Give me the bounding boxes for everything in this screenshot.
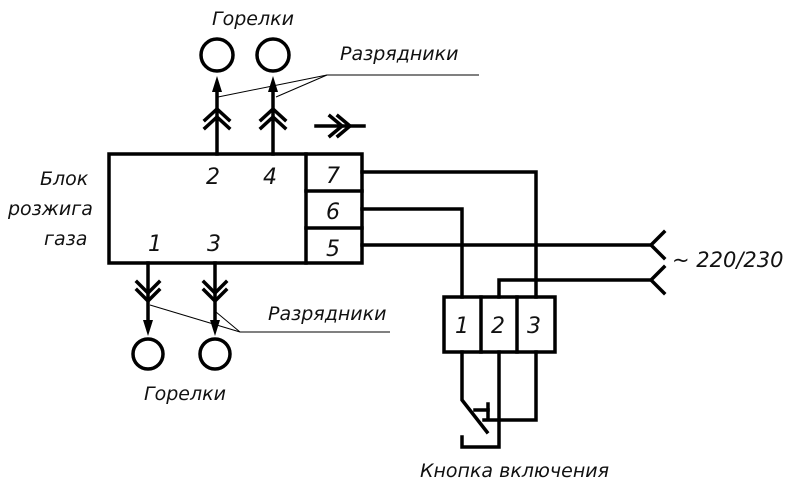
- burners-top-label: Горелки: [212, 8, 294, 30]
- wire-switch-2-to-mains: [497, 278, 652, 299]
- switch-block: 1 2 3: [442, 295, 557, 354]
- push-button-icon: [460, 350, 538, 449]
- switch-terminal-2: 2: [491, 314, 505, 339]
- terminal-6: 6: [326, 200, 340, 225]
- burners-bottom-label: Горелки: [144, 383, 226, 405]
- burner-bottom-1: [131, 261, 165, 371]
- ignition-block: [107, 152, 364, 265]
- terminal-1: 1: [148, 232, 162, 257]
- voltage-label: ~ 220/230: [672, 248, 784, 272]
- arrester-leaders-bottom: [149, 304, 390, 333]
- terminal-4: 4: [263, 165, 277, 190]
- arresters-top-label: Разрядники: [340, 43, 458, 65]
- switch-terminal-1: 1: [455, 314, 469, 339]
- connector-arrow-icon: [314, 113, 366, 139]
- mains-plug-icon: [648, 229, 667, 296]
- switch-label: Кнопка включения: [420, 460, 609, 482]
- switch-terminal-3: 3: [527, 314, 541, 339]
- wire-6-to-switch-1: [360, 207, 464, 299]
- terminal-7: 7: [326, 164, 340, 189]
- arresters-bottom-label: Разрядники: [268, 303, 386, 325]
- terminal-5: 5: [326, 237, 340, 262]
- burner-top-2: [255, 37, 291, 156]
- block-label-2: розжига: [7, 198, 93, 220]
- terminal-3: 3: [207, 232, 221, 257]
- burner-bottom-2: [198, 261, 232, 371]
- arrester-leaders-top: [217, 74, 479, 98]
- block-label-1: Блок: [40, 168, 89, 190]
- burner-top-1: [199, 37, 235, 156]
- wire-7-to-switch-3: [360, 170, 538, 299]
- block-label-3: газа: [44, 228, 87, 250]
- terminal-2: 2: [206, 165, 220, 190]
